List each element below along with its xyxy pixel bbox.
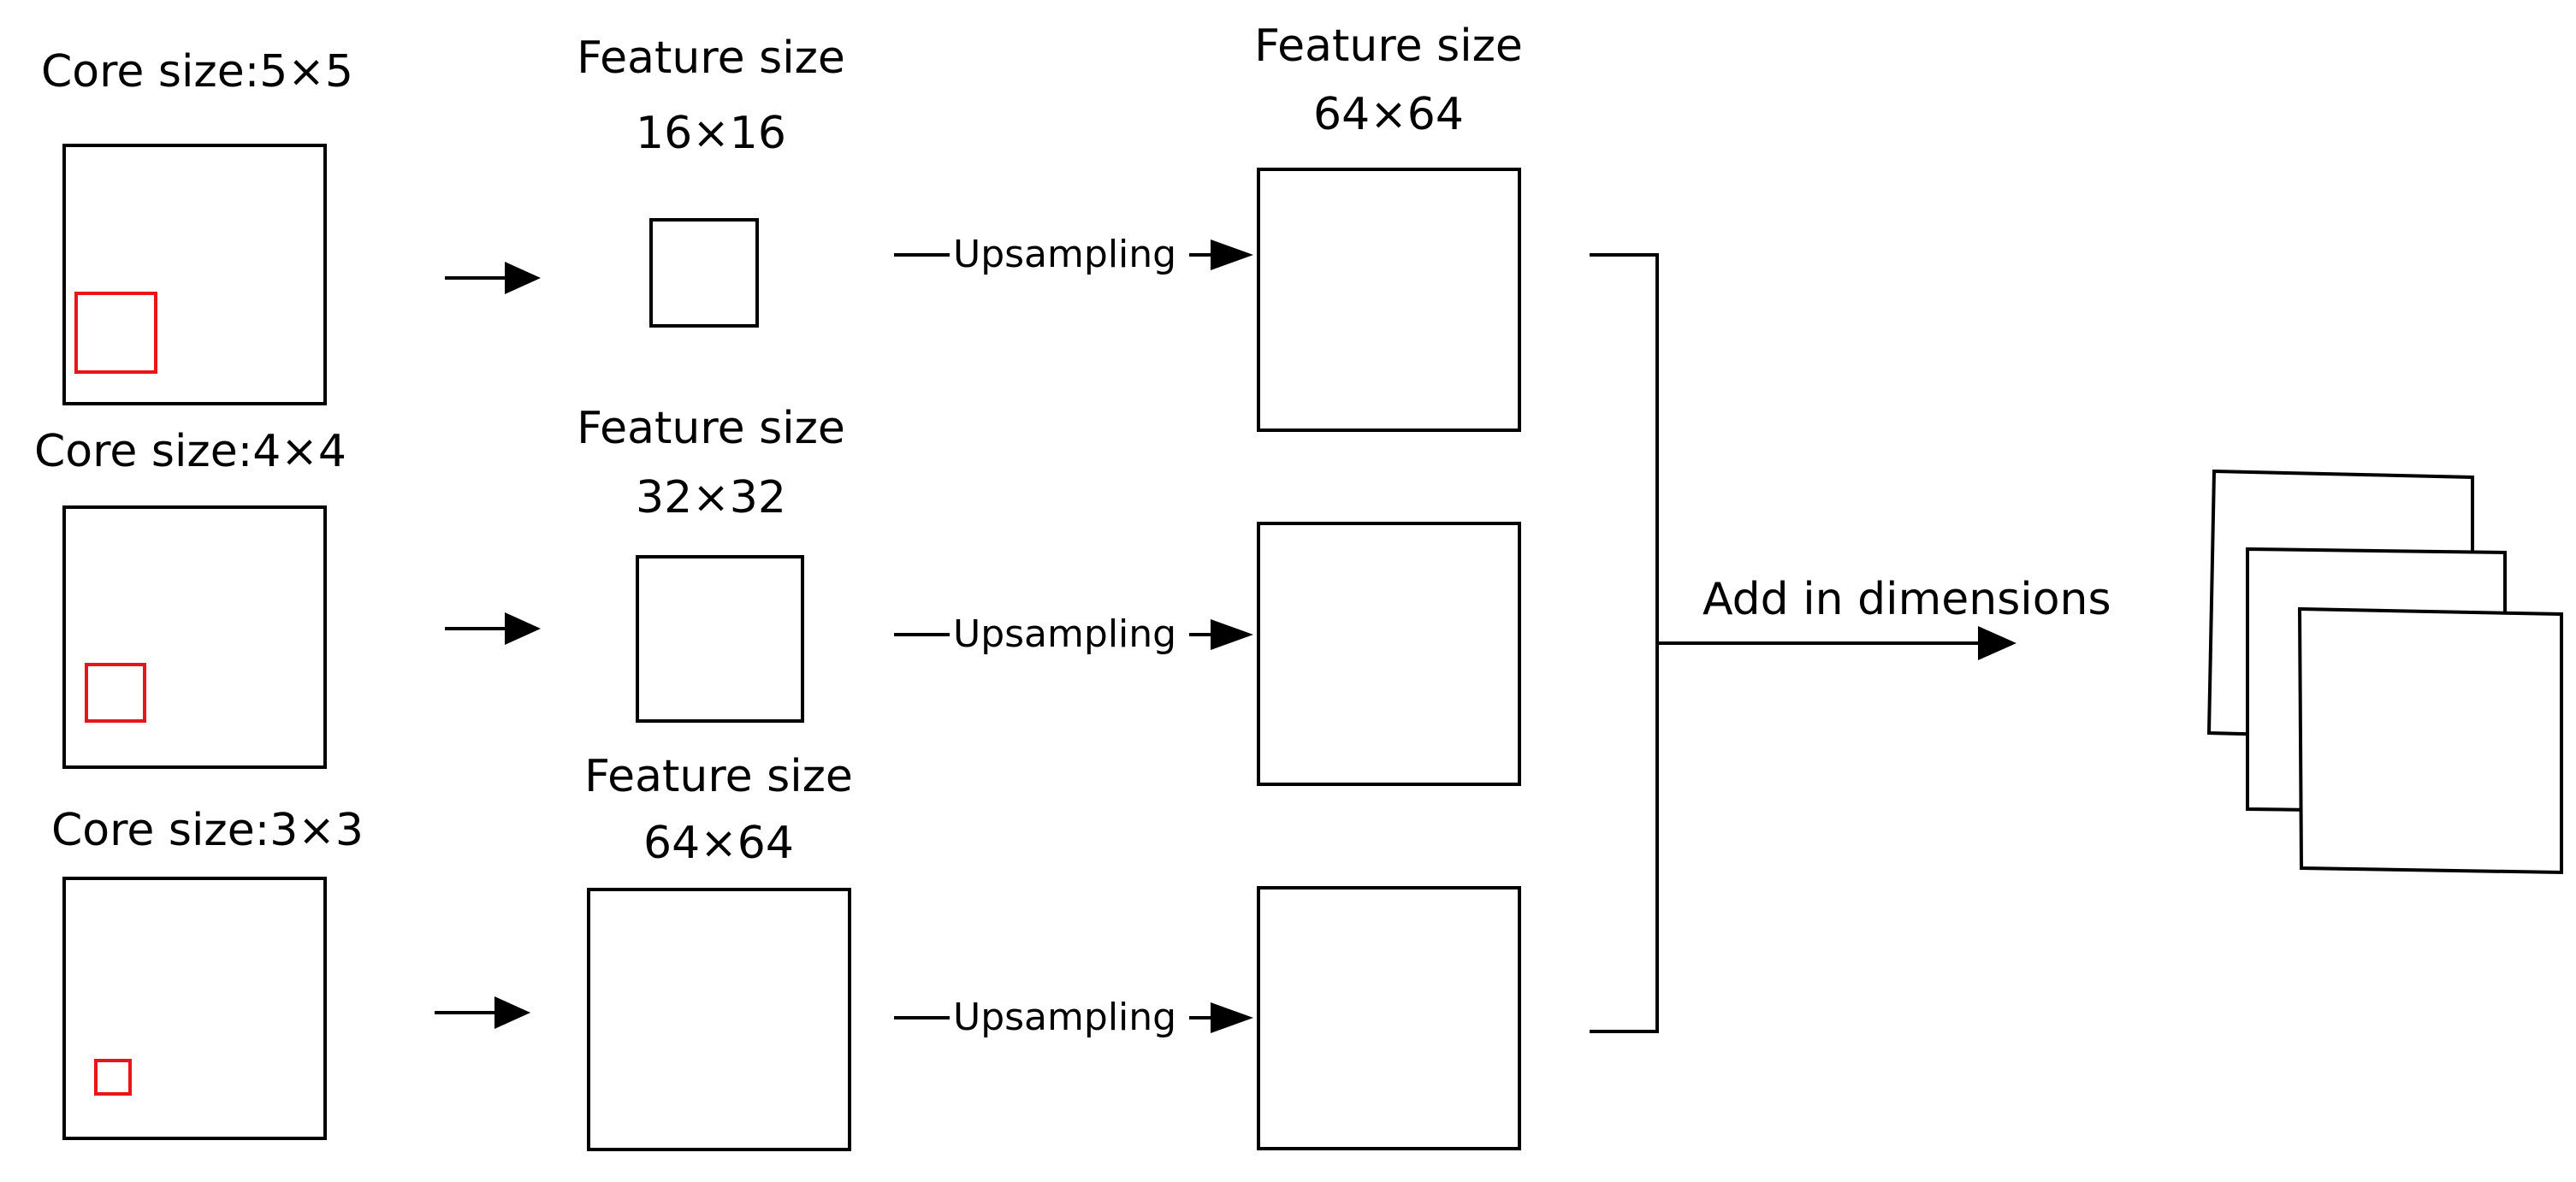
arrow-row1 [445,262,541,294]
feature-box-row3 [587,888,851,1151]
kernel-box-row2 [85,663,146,723]
upsampled-box-row1 [1257,168,1521,432]
kernel-box-row1 [74,292,157,374]
core-size-label-row2: Core size:4×4 [34,426,346,477]
upsampling-label-row1: Upsampling [953,233,1177,276]
upsampled-box-row3 [1257,886,1521,1150]
upsampling-arrow-row1 [894,239,1253,270]
arrow-row3 [435,996,530,1029]
merge-bracket [1590,253,1659,1033]
upsampling-arrow-row2 [894,619,1253,650]
feature-box-row1 [649,218,759,328]
upsampling-label-row3: Upsampling [953,996,1177,1039]
merge-arrow [1657,626,2016,660]
upsampling-label-row2: Upsampling [953,612,1177,656]
input-box-row1 [62,144,327,405]
upsampled-box-row2 [1257,522,1521,786]
arrow-row2 [445,612,541,645]
feature-title-row3: Feature size [584,751,853,802]
upsampled-title: Feature size [1254,21,1523,72]
input-box-row2 [62,505,327,769]
feature-size-row2: 32×32 [636,472,786,523]
output-stack [2206,469,2563,875]
feature-size-row1: 16×16 [636,108,786,159]
input-box-row3 [62,877,327,1140]
core-size-label-row3: Core size:3×3 [51,805,364,856]
kernel-box-row3 [94,1059,132,1096]
feature-title-row1: Feature size [577,33,845,84]
feature-title-row2: Feature size [577,403,845,454]
add-in-dimensions-label: Add in dimensions [1703,574,2111,625]
feature-size-row3: 64×64 [643,818,794,869]
upsampled-size: 64×64 [1313,89,1464,140]
core-size-label-row1: Core size:5×5 [41,46,353,98]
upsampling-arrow-row3 [894,1002,1253,1033]
feature-box-row2 [636,555,804,723]
